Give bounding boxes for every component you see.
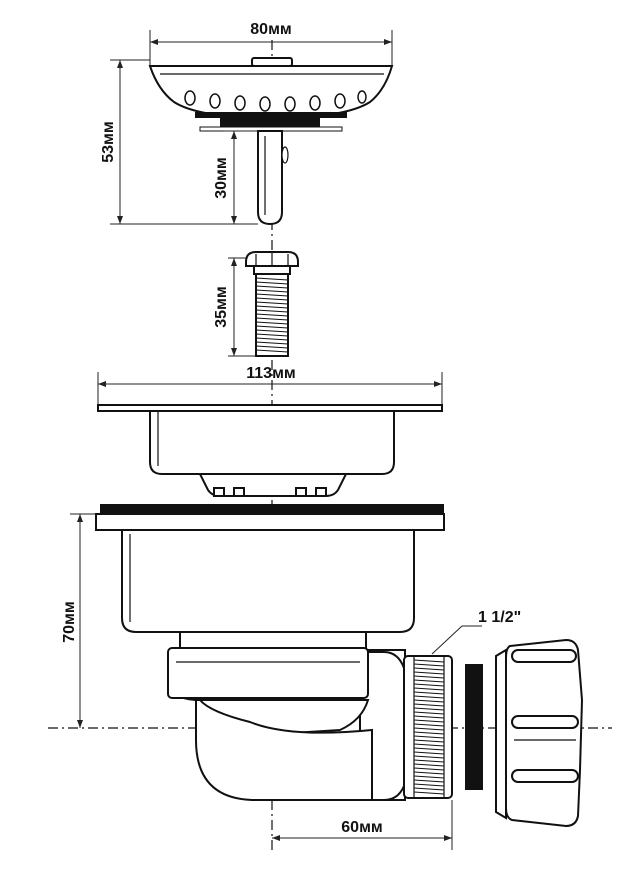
sink-flange xyxy=(97,404,443,497)
label-strainer-height: 53мм xyxy=(100,121,117,162)
thread-size-callout: 1 1/2" xyxy=(431,609,521,655)
union-nut xyxy=(495,638,584,828)
label-bolt-length: 35мм xyxy=(213,286,230,327)
threaded-bolt xyxy=(245,251,299,357)
label-thread-size: 1 1/2" xyxy=(478,609,521,626)
drain-body xyxy=(95,513,453,801)
strainer-basket xyxy=(148,57,394,226)
dimension-flange-width: 113мм xyxy=(97,365,443,405)
flat-washer xyxy=(465,664,483,790)
dimension-strainer-height: 53мм xyxy=(100,59,258,225)
dimension-body-height: 70мм xyxy=(61,513,96,728)
label-outlet-length: 60мм xyxy=(341,819,382,836)
label-flange-width: 113мм xyxy=(246,365,295,382)
rubber-gasket xyxy=(100,504,444,514)
label-strainer-width: 80мм xyxy=(250,21,291,38)
dimension-strainer-width: 80мм xyxy=(149,21,393,65)
dimension-bolt-length: 35мм xyxy=(213,257,256,357)
label-stem-length: 30мм xyxy=(213,157,230,198)
dimension-outlet-length: 60мм xyxy=(272,800,453,850)
dimension-stem-length: 30мм xyxy=(213,130,258,224)
label-body-height: 70мм xyxy=(61,601,78,642)
